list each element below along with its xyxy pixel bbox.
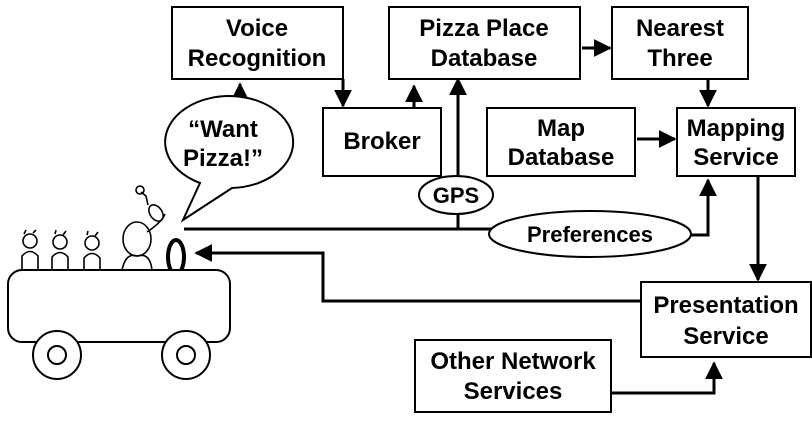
presentation-line1: Presentation xyxy=(653,292,798,319)
preferences-label: Preferences xyxy=(527,222,653,247)
car-wheel-left xyxy=(32,330,82,380)
steering-wheel xyxy=(166,238,186,276)
box-presentation-service: Presentation Service xyxy=(640,281,812,358)
map-db-line2: Database xyxy=(508,144,615,171)
car-wheel-right xyxy=(161,330,211,380)
map-db-line1: Map xyxy=(537,115,585,142)
arrow-preferences-to-mapping xyxy=(690,178,717,237)
box-nearest-three: Nearest Three xyxy=(611,6,749,80)
box-map-database: Map Database xyxy=(486,107,636,177)
speech-line1: “Want xyxy=(188,116,258,143)
gps-oval: GPS xyxy=(418,175,494,215)
gps-label: GPS xyxy=(433,183,479,208)
nearest-three-line1: Nearest xyxy=(636,15,724,42)
box-mapping-service: Mapping Service xyxy=(676,107,796,177)
speech-bubble: “Want Pizza!” xyxy=(164,95,295,223)
pizza-db-line2: Database xyxy=(431,45,538,72)
box-other-network-services: Other Network Services xyxy=(414,339,612,413)
pizza-db-line1: Pizza Place xyxy=(419,15,548,42)
box-voice-recognition: Voice Recognition xyxy=(171,6,344,80)
nearest-three-line2: Three xyxy=(647,45,712,72)
car-body xyxy=(7,269,231,343)
other-network-line1: Other Network xyxy=(430,348,596,375)
other-network-line2: Services xyxy=(464,378,563,405)
box-pizza-place-database: Pizza Place Database xyxy=(388,6,581,80)
connectors xyxy=(184,39,767,395)
speech-line2: Pizza!” xyxy=(183,145,263,172)
voice-recognition-line1: Voice xyxy=(226,15,288,42)
arrow-presentation-to-car xyxy=(194,244,641,303)
presentation-line2: Service xyxy=(683,323,768,350)
arrow-other-network-to-presentation xyxy=(612,361,723,395)
broker-label: Broker xyxy=(343,128,420,155)
voice-recognition-line2: Recognition xyxy=(188,45,327,72)
mapping-service-line1: Mapping xyxy=(687,115,786,142)
mapping-service-line2: Service xyxy=(693,144,778,171)
passenger-figures xyxy=(21,185,166,271)
car-illustration xyxy=(7,185,231,380)
preferences-oval: Preferences xyxy=(488,210,692,258)
box-broker: Broker xyxy=(322,107,442,177)
